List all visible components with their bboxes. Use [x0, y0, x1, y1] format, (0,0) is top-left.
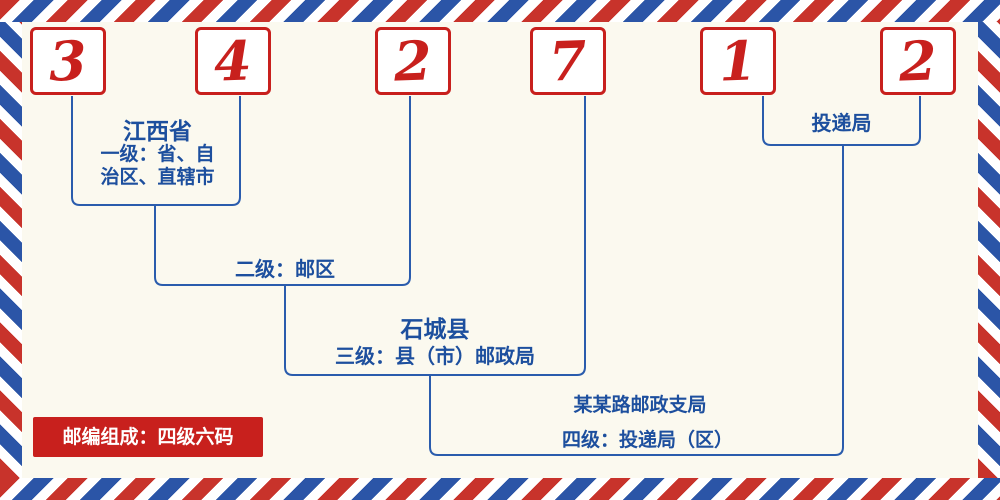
footer-note: 邮编组成：四级六码	[33, 417, 263, 457]
level2-desc: 二级：邮区	[235, 257, 335, 281]
airmail-border-top	[0, 0, 1000, 22]
airmail-border-bottom	[0, 478, 1000, 500]
digit-box-4: 7	[530, 27, 606, 95]
branch-office-label: 某某路邮政支局	[573, 394, 707, 416]
digit-5: 1	[718, 28, 758, 94]
digit-box-1: 3	[30, 27, 106, 95]
digit-1: 3	[48, 28, 88, 94]
digit-box-6: 2	[880, 27, 956, 95]
province-label: 江西省	[123, 118, 192, 145]
digit-4: 7	[548, 28, 588, 94]
digit-6: 2	[898, 28, 938, 94]
digit-box-3: 2	[375, 27, 451, 95]
digit-3: 2	[393, 28, 433, 94]
digit-2: 4	[213, 28, 253, 94]
level1-desc: 一级：省、自 治区、直辖市	[100, 143, 215, 188]
airmail-border-left	[0, 22, 22, 478]
delivery-office-label: 投递局	[811, 111, 872, 135]
level4-desc: 四级：投递局（区）	[561, 429, 733, 451]
county-label: 石城县	[400, 316, 470, 343]
airmail-border-right	[978, 22, 1000, 478]
digit-box-2: 4	[195, 27, 271, 95]
digit-box-5: 1	[700, 27, 776, 95]
level3-desc: 三级：县（市）邮政局	[335, 344, 535, 368]
